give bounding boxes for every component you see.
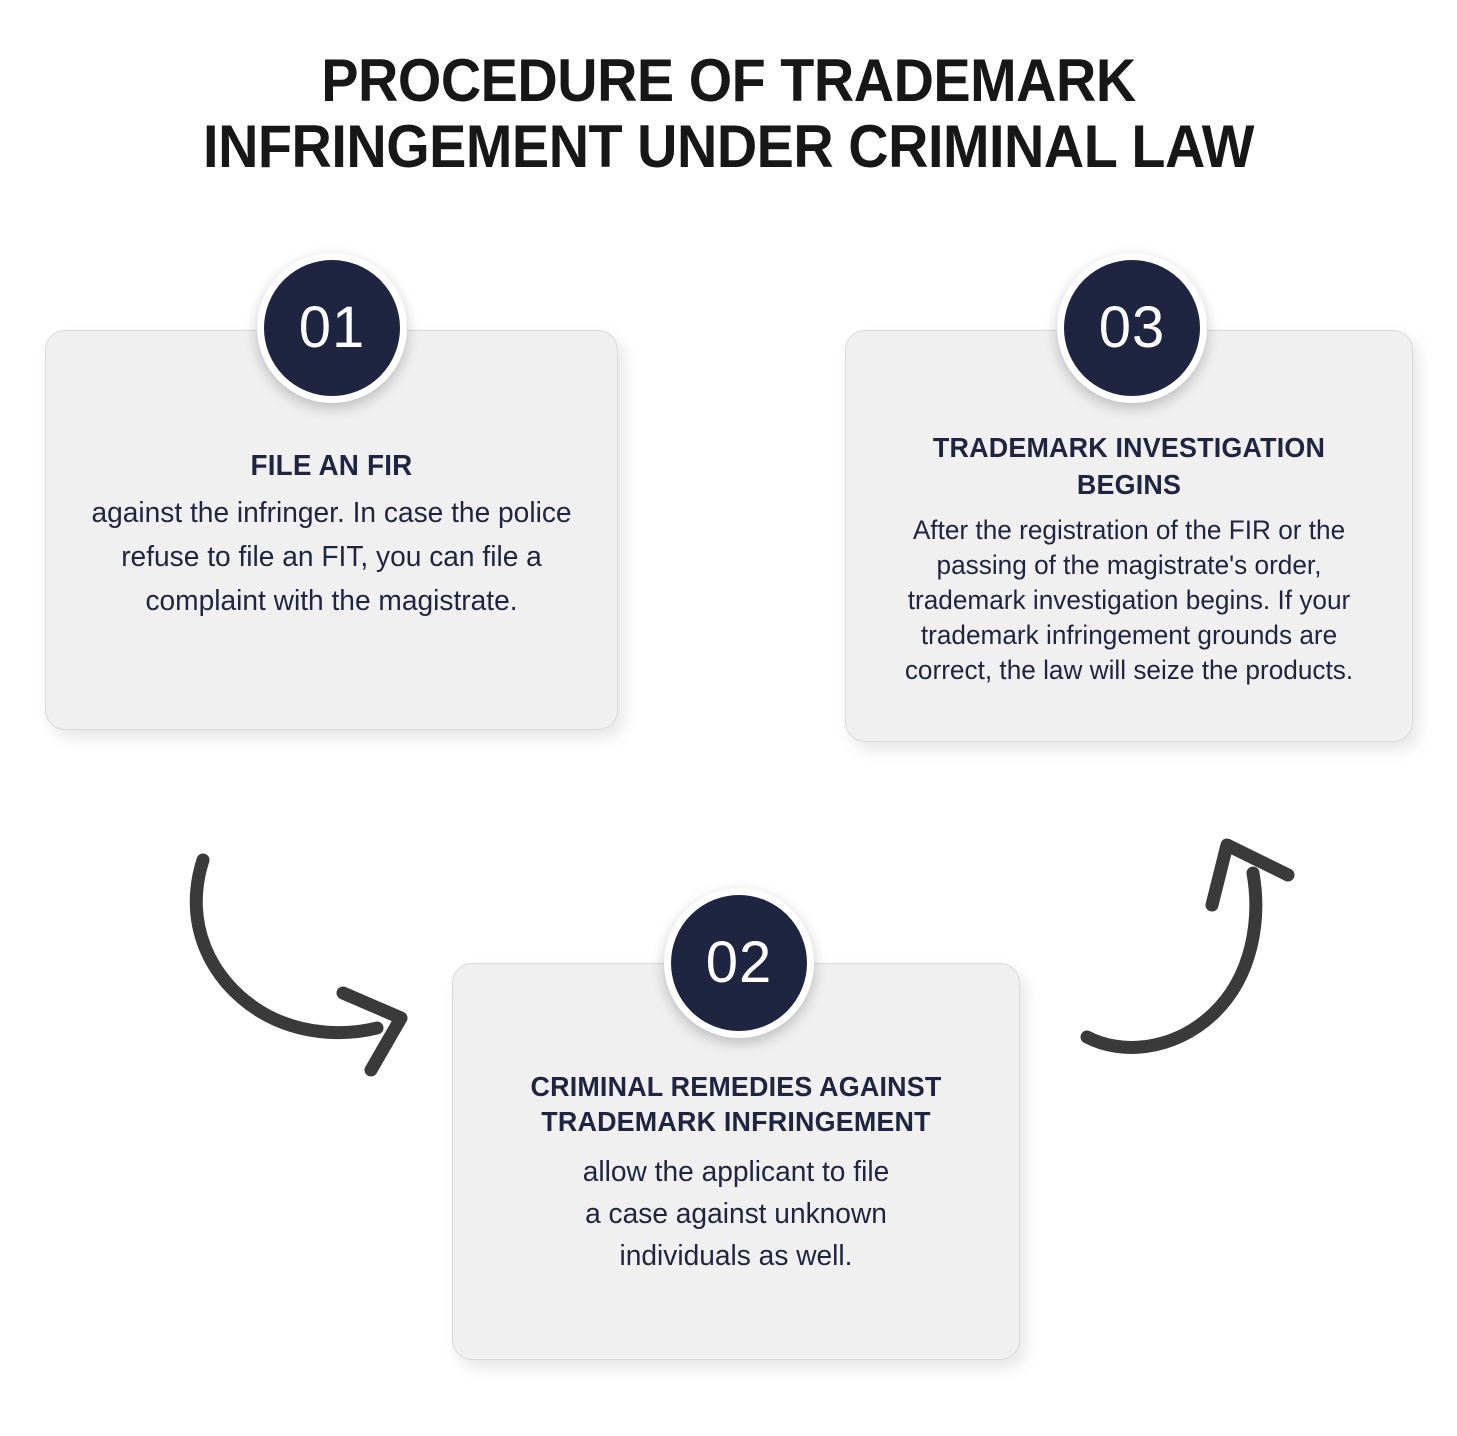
step-card-2-content: CRIMINAL REMEDIES AGAINST TRADEMARK INFR… — [453, 1069, 1019, 1277]
step-card-2-body: allow the applicant to file a case again… — [582, 1156, 890, 1272]
step-card-1-content: FILE AN FIR against the infringer. In ca… — [46, 449, 617, 623]
arrow-step1-to-step2-icon — [189, 853, 408, 1077]
step-card-3: TRADEMARK INVESTIGATION BEGINS After the… — [845, 330, 1413, 742]
page-title-line-1: PROCEDURE OF TRADEMARK — [321, 47, 1136, 114]
step-badge-3-number: 03 — [1098, 295, 1166, 360]
page-title: PROCEDURE OF TRADEMARK INFRINGEMENT UNDE… — [51, 48, 1406, 180]
step-badge-1: 01 — [257, 253, 407, 403]
step-card-1-body: against the infringer. In case the polic… — [91, 497, 572, 617]
step-card-3-body: After the registration of the FIR or the… — [904, 515, 1354, 685]
step-badge-3: 03 — [1057, 253, 1207, 403]
arrow-step2-to-step3-icon — [1080, 838, 1295, 1054]
page-title-line-2: INFRINGEMENT UNDER CRIMINAL LAW — [203, 113, 1254, 180]
step-badge-2: 02 — [664, 888, 814, 1038]
step-badge-1-number: 01 — [298, 295, 366, 360]
step-card-3-content: TRADEMARK INVESTIGATION BEGINS After the… — [846, 429, 1412, 688]
step-card-2-heading: CRIMINAL REMEDIES AGAINST TRADEMARK INFR… — [530, 1071, 942, 1137]
step-card-1-heading: FILE AN FIR — [250, 450, 413, 482]
step-card-3-heading: TRADEMARK INVESTIGATION BEGINS — [932, 432, 1326, 500]
step-badge-2-number: 02 — [705, 930, 773, 995]
